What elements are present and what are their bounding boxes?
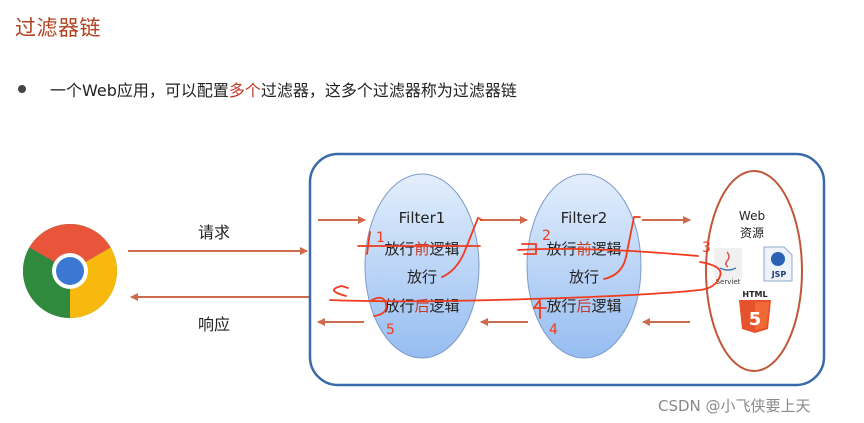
annotation-return-curve — [329, 261, 722, 303]
jsp-icon: JSP — [763, 246, 793, 282]
step-number: 3 — [702, 240, 711, 256]
bullet-text-part1: 一个Web应用，可以配置 — [50, 81, 229, 100]
filter1-pass: 放行 — [407, 268, 437, 286]
request-label: 请求 — [198, 223, 230, 242]
handwritten-annotations — [329, 216, 722, 319]
bullet-point: 一个Web应用，可以配置多个过滤器，这多个过滤器称为过滤器链 — [16, 77, 517, 101]
jsp-label: JSP — [771, 270, 787, 279]
filter1-pre-logic: 放行前逻辑 — [384, 240, 459, 258]
filter1-node: Filter1 放行前逻辑 放行 放行后逻辑 — [364, 173, 480, 359]
watermark: CSDN @小飞侠要上天 — [658, 397, 811, 415]
filter2-post-logic: 放行后逻辑 — [546, 297, 621, 315]
servlet-icon: Serviet — [714, 248, 742, 286]
annotation-curve — [441, 216, 483, 278]
web-resources-node: Web 资源 Serviet JSP HTML 5 — [705, 170, 803, 372]
slide-title: 过滤器链 — [15, 16, 101, 40]
step-number: 2 — [542, 228, 551, 244]
bullet-dot-icon — [18, 85, 26, 93]
annotation-mark — [371, 296, 388, 317]
filter2-node: Filter2 放行前逻辑 放行 放行后逻辑 — [526, 173, 642, 359]
web-server-container — [308, 152, 826, 387]
filter1-post-logic: 放行后逻辑 — [384, 297, 459, 315]
annotation-curve — [603, 216, 641, 280]
response-label: 响应 — [198, 315, 230, 334]
html5-number: 5 — [749, 309, 762, 330]
html-label: HTML — [742, 290, 767, 299]
web-resources-title-line2: 资源 — [740, 226, 764, 240]
annotation-mark — [521, 243, 537, 255]
step-numbers: 1 2 3 4 5 — [376, 228, 711, 338]
step-number: 4 — [549, 322, 558, 338]
filter1-name: Filter1 — [399, 209, 446, 227]
web-resources-title-line1: Web — [739, 209, 765, 223]
filter2-name: Filter2 — [561, 209, 608, 227]
servlet-label: Serviet — [716, 278, 741, 286]
html5-icon: HTML 5 — [739, 290, 771, 333]
chrome-browser-icon — [23, 224, 117, 318]
bullet-text-part2: 过滤器，这多个过滤器称为过滤器链 — [260, 81, 517, 100]
bullet-text-highlight: 多个 — [228, 81, 261, 100]
step-number: 1 — [376, 230, 385, 246]
annotation-mark — [532, 299, 547, 319]
filter2-pass: 放行 — [569, 268, 599, 286]
step-number: 5 — [386, 322, 395, 338]
annotation-mark — [333, 285, 349, 297]
annotation-mark — [366, 231, 371, 255]
